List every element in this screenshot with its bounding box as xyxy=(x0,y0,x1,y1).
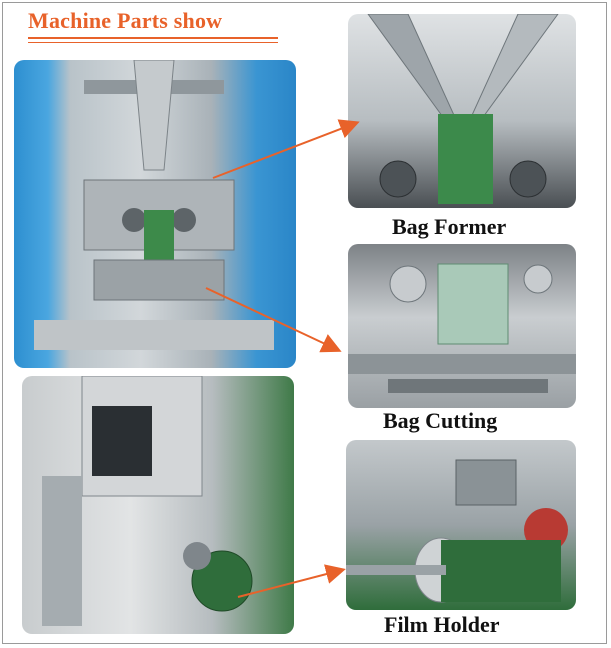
bag-former-label: Bag Former xyxy=(392,214,507,239)
machine-overview-photo xyxy=(14,60,296,368)
machine-overview-illustration xyxy=(34,60,274,350)
film-holder-illustration xyxy=(346,459,568,603)
machine-side-illustration xyxy=(42,376,253,626)
bag-cutting-photo xyxy=(348,244,576,408)
machine-side-photo xyxy=(22,376,294,634)
page-title: Machine Parts show xyxy=(28,8,223,33)
title-underline-thin xyxy=(28,42,278,43)
bag-cutting-label: Bag Cutting xyxy=(383,408,498,433)
film-holder-photo xyxy=(346,440,576,610)
bag-former-photo xyxy=(348,14,576,208)
bag-cutting-illustration xyxy=(348,263,576,393)
film-holder-label: Film Holder xyxy=(384,612,500,637)
title-underline xyxy=(28,37,278,39)
bag-former-illustration xyxy=(367,14,559,204)
